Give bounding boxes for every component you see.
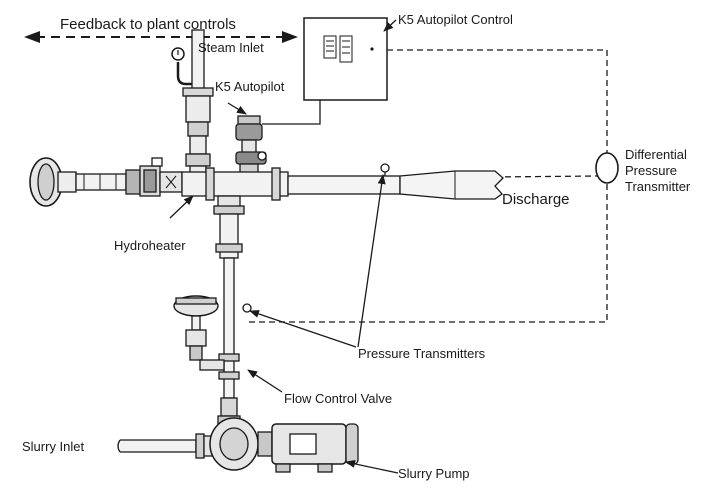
differential-label-line2: Pressure: [625, 163, 678, 178]
k5-autopilot-valve: [235, 115, 267, 177]
autopilot-wire: [262, 100, 321, 125]
pressure-transmitters-label: Pressure Transmitters: [358, 346, 486, 361]
differential-pressure-transmitter: [595, 152, 619, 184]
slurry-inlet-label: Slurry Inlet: [22, 439, 85, 454]
k5-autopilot-control-label: K5 Autopilot Control: [398, 12, 513, 27]
slurry-pump: [209, 417, 359, 473]
slurry-inlet-pipe: [117, 433, 219, 459]
discharge-label: Discharge: [502, 191, 570, 208]
differential-label-line3: Transmitter: [625, 179, 691, 194]
differential-label-line1: Differential: [625, 147, 687, 162]
hydroheater-label: Hydroheater: [114, 238, 186, 253]
inlet-pressure-transmitter: [242, 303, 252, 313]
flow-control-valve: [173, 295, 225, 371]
discharge-pressure-transmitter: [380, 163, 390, 173]
flow-control-valve-label: Flow Control Valve: [284, 391, 393, 406]
hydroheater-actuator: [29, 157, 183, 207]
feedback-label: Feedback to plant controls: [60, 16, 236, 33]
leader-lines: [169, 102, 399, 474]
steam-vertical-section: [185, 121, 211, 177]
k5-autopilot-label: K5 Autopilot: [215, 79, 285, 94]
steam-inlet-label: Steam Inlet: [198, 40, 264, 55]
feedback-arrow: [24, 31, 298, 43]
k5-control-leader: [383, 19, 397, 32]
main-pipe: [181, 167, 504, 201]
slurry-pump-label: Slurry Pump: [398, 466, 470, 481]
k5-control-box: [303, 17, 388, 101]
slurry-vertical-pipe: [213, 195, 245, 427]
steam-inlet-pipe: [171, 29, 214, 123]
